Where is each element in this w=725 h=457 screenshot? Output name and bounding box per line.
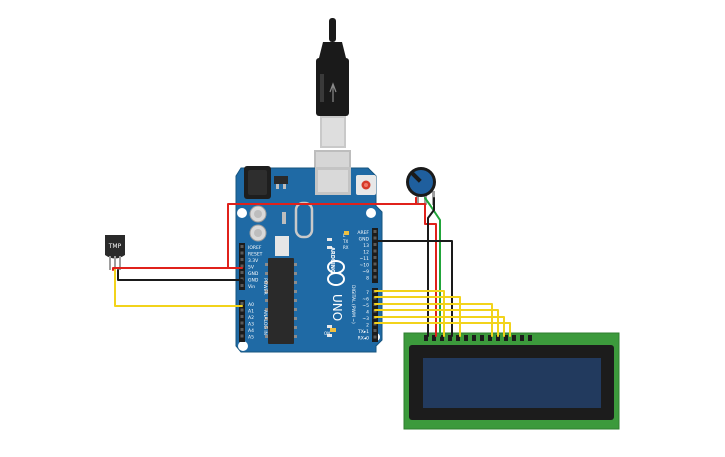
pin-label: A1 bbox=[248, 309, 254, 315]
wire-black bbox=[427, 197, 435, 337]
pin-label: 7 bbox=[366, 290, 369, 296]
wire-yellow bbox=[374, 316, 505, 337]
wire-yellow bbox=[374, 303, 493, 337]
temperature-sensor: TMP bbox=[105, 235, 125, 270]
wire-black bbox=[117, 269, 243, 281]
pin-label: ~10 bbox=[360, 263, 370, 269]
pin-label: 5V bbox=[248, 265, 255, 271]
pin-label: 3.3V bbox=[248, 258, 259, 264]
pin-label: GND bbox=[248, 278, 259, 284]
power-header-label: POWER bbox=[262, 278, 268, 295]
wire-yellow bbox=[374, 290, 445, 337]
lcd-screen bbox=[423, 358, 601, 408]
usb-cable bbox=[314, 18, 351, 192]
rx-led-label: RX bbox=[343, 245, 349, 250]
analog-header bbox=[239, 300, 245, 342]
pin-label: AREF bbox=[357, 230, 369, 236]
l-led-label: L bbox=[343, 233, 346, 238]
microcontroller-chip bbox=[268, 258, 294, 344]
digital-pin-labels: 7 ~6 ~5 4 ~3 2 TX▸1 RX◂0 bbox=[357, 290, 369, 342]
pin-label: TX▸1 bbox=[357, 329, 369, 335]
pin-label: 4 bbox=[366, 310, 369, 316]
pin-label: Vin bbox=[248, 284, 255, 290]
tx-led-label: TX bbox=[342, 239, 348, 244]
sensor-label: TMP bbox=[108, 243, 122, 250]
analog-pin-labels: A0 A1 A2 A3 A4 A5 bbox=[248, 302, 254, 341]
wire-green bbox=[424, 197, 441, 337]
pin-label: 8 bbox=[366, 276, 369, 282]
wire-yellow bbox=[374, 322, 511, 337]
wires bbox=[112, 197, 511, 337]
pin-label: ~6 bbox=[362, 297, 369, 303]
wire-red bbox=[415, 197, 437, 337]
pin-label: ~5 bbox=[362, 303, 369, 309]
pin-label: A0 bbox=[248, 302, 254, 308]
lcd-pin-header bbox=[424, 335, 532, 341]
pin-label: ~11 bbox=[360, 256, 370, 262]
pin-label: 12 bbox=[363, 250, 369, 256]
digital-header-top bbox=[372, 228, 378, 283]
arduino-brand-text: ARDUINO bbox=[329, 247, 335, 273]
pin-label: A5 bbox=[248, 335, 254, 341]
pin-label: RX◂0 bbox=[358, 336, 369, 342]
lcd-display bbox=[403, 332, 620, 430]
potentiometer[interactable] bbox=[406, 167, 436, 205]
top-pin-labels: AREF GND 13 12 ~11 ~10 ~9 8 bbox=[357, 230, 369, 282]
on-led-label: ON bbox=[324, 331, 330, 336]
pin-label: RESET bbox=[248, 252, 263, 258]
wire-yellow bbox=[374, 309, 499, 337]
pin-label: 2 bbox=[366, 323, 369, 329]
digital-header-label: DIGITAL (PWM ~) bbox=[350, 285, 356, 324]
pin-label: ~3 bbox=[362, 316, 369, 322]
pin-label: ~9 bbox=[362, 269, 369, 275]
arduino-model-text: UNO bbox=[330, 294, 344, 321]
arduino-logo bbox=[327, 260, 345, 286]
pin-label: A4 bbox=[248, 328, 254, 334]
arduino-uno-board: ARDUINO UNO POWER ANALOG IN DIGITAL (PWM… bbox=[235, 166, 383, 353]
wire-yellow bbox=[114, 269, 243, 307]
pin-label: 13 bbox=[363, 243, 369, 249]
analog-header-label: ANALOG IN bbox=[262, 310, 268, 335]
power-pin-labels: IOREF RESET 3.3V 5V GND GND Vin bbox=[248, 245, 263, 290]
pin-label: A2 bbox=[248, 315, 254, 321]
pin-label: GND bbox=[248, 271, 259, 277]
power-header bbox=[239, 243, 245, 290]
pin-label: A3 bbox=[248, 322, 254, 328]
pin-label: IOREF bbox=[248, 245, 262, 251]
pin-label: GND bbox=[359, 237, 370, 243]
